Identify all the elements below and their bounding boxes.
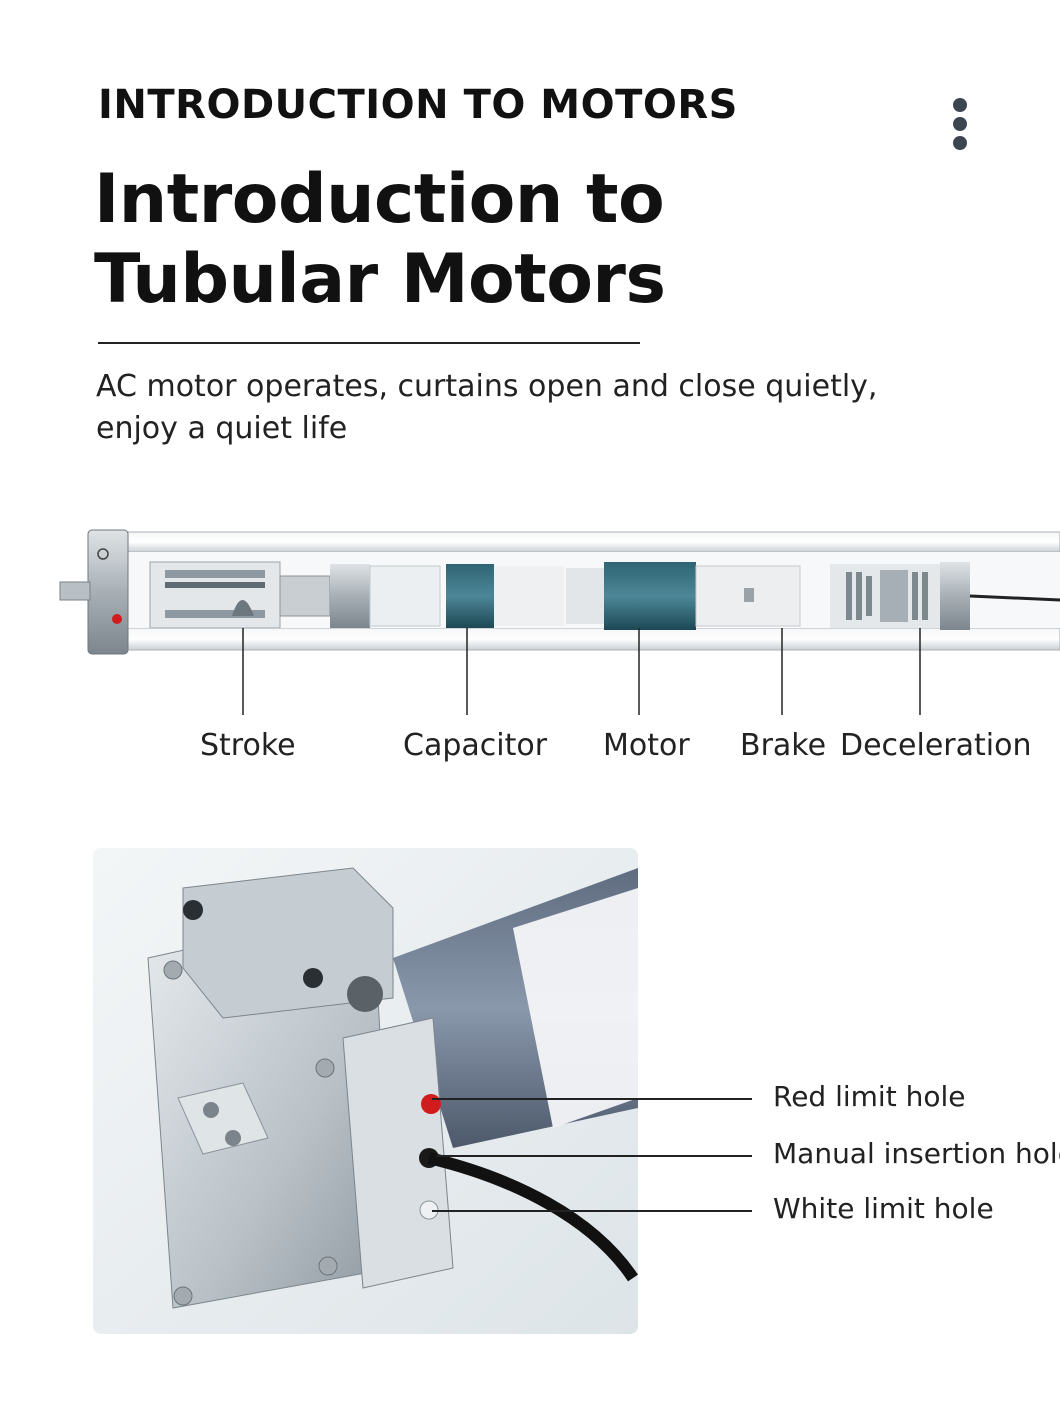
motor-cutaway-illustration bbox=[0, 520, 1060, 720]
dot-icon bbox=[953, 117, 967, 131]
motor-head-photo bbox=[93, 848, 638, 1334]
more-options-icon[interactable] bbox=[948, 98, 972, 150]
callout-red-limit-hole: Red limit hole bbox=[773, 1080, 966, 1113]
part-label-deceleration: Deceleration bbox=[840, 728, 1032, 763]
part-label-brake: Brake bbox=[740, 728, 827, 763]
callout-line-manual-insertion bbox=[436, 1155, 752, 1157]
callout-line-white-limit bbox=[432, 1210, 752, 1212]
page-title: Introduction to Tubular Motors bbox=[94, 160, 666, 320]
subtitle-line-1: AC motor operates, curtains open and clo… bbox=[96, 369, 878, 404]
title-divider bbox=[98, 342, 640, 344]
callout-white-limit-hole: White limit hole bbox=[773, 1192, 994, 1225]
callout-line-red-limit bbox=[432, 1098, 752, 1100]
part-label-capacitor: Capacitor bbox=[403, 728, 548, 763]
section-title: INTRODUCTION TO MOTORS bbox=[98, 82, 738, 128]
callout-manual-insertion-hole: Manual insertion hole bbox=[773, 1137, 1060, 1170]
dot-icon bbox=[953, 136, 967, 150]
page-title-line-2: Tubular Motors bbox=[94, 240, 666, 319]
subtitle-line-2: enjoy a quiet life bbox=[96, 411, 348, 446]
subtitle: AC motor operates, curtains open and clo… bbox=[96, 366, 916, 450]
part-label-stroke: Stroke bbox=[200, 728, 296, 763]
dot-icon bbox=[953, 98, 967, 112]
part-label-motor: Motor bbox=[603, 728, 690, 763]
page-title-line-1: Introduction to bbox=[94, 160, 665, 239]
